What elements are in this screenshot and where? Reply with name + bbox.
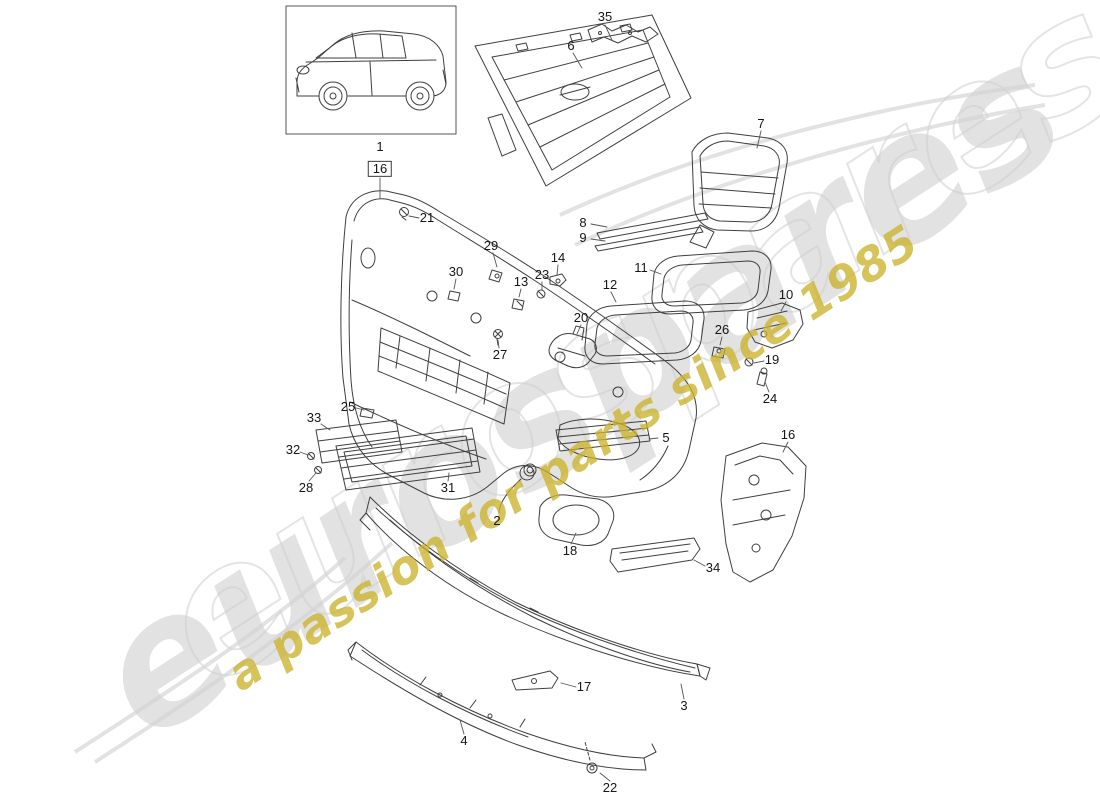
- part-12-grille-frame: [584, 300, 705, 365]
- watermark-swoosh: [73, 83, 1046, 764]
- callout-7: 7: [757, 115, 765, 131]
- part-16-side-bracket: [720, 442, 807, 583]
- callout-33: 33: [306, 409, 322, 425]
- callout-26: 26: [714, 321, 730, 337]
- callout-24: 24: [762, 390, 778, 406]
- part-28-screw: [314, 466, 322, 474]
- part-25-clip: [359, 407, 375, 419]
- part-8-9-trim-strips: [594, 212, 709, 252]
- part-11-grille-frame: [651, 250, 772, 315]
- callout-18: 18: [562, 542, 578, 558]
- part-23-screw: [536, 289, 546, 299]
- callout-14: 14: [550, 249, 566, 265]
- part-19-screw: [744, 357, 754, 367]
- callout-12: 12: [602, 276, 618, 292]
- callout-31: 31: [440, 479, 456, 495]
- callout-23: 23: [534, 266, 550, 282]
- part-35-bracket: [587, 23, 659, 44]
- part-21-screw: [399, 207, 409, 221]
- callout-8: 8: [579, 214, 587, 230]
- part-17-clip: [511, 670, 559, 691]
- callout-35: 35: [597, 8, 613, 24]
- part-1-bumper-cover: [340, 190, 697, 500]
- callout-27: 27: [492, 346, 508, 362]
- callout-16-boxed: 16: [367, 160, 393, 178]
- callout-20: 20: [573, 309, 589, 325]
- part-2-tow-cover: [498, 465, 535, 514]
- callout-30: 30: [448, 263, 464, 279]
- callout-34: 34: [705, 559, 721, 575]
- callout-4: 4: [460, 732, 468, 748]
- callout-1: 1: [376, 138, 384, 154]
- callout-10: 10: [778, 286, 794, 302]
- callout-17: 17: [576, 678, 592, 694]
- part-26-clip: [711, 346, 726, 359]
- part-34-slat-strip: [609, 537, 701, 573]
- part-3-spoiler: [359, 496, 711, 681]
- callout-9: 9: [579, 229, 587, 245]
- callout-29: 29: [483, 237, 499, 253]
- vehicle-thumbnail: [285, 5, 457, 135]
- part-27-screw: [493, 329, 503, 346]
- part-32-screw: [307, 452, 315, 460]
- callout-11: 11: [634, 259, 648, 275]
- part-24-bolt: [756, 367, 768, 387]
- part-31-plate-bracket: [335, 427, 481, 491]
- callout-22: 22: [602, 779, 618, 795]
- callout-19: 19: [764, 351, 780, 367]
- callout-13: 13: [513, 273, 529, 289]
- part-6-grille-carrier: [474, 14, 692, 187]
- part-5-grille-insert: [555, 420, 651, 452]
- part-30-clip: [447, 290, 461, 302]
- part-22-screw: [584, 741, 598, 774]
- part-4-lower-trim: [347, 641, 657, 771]
- callout-21: 21: [419, 209, 435, 225]
- callout-5: 5: [662, 429, 670, 445]
- callout-2: 2: [493, 512, 501, 528]
- callout-leader-lines: [299, 24, 789, 782]
- callout-16: 16: [780, 426, 796, 442]
- part-13-clip: [511, 298, 525, 311]
- part-33-plate-bracket: [315, 419, 403, 464]
- callout-28: 28: [298, 479, 314, 495]
- callout-3: 3: [680, 697, 688, 713]
- callout-32: 32: [285, 441, 301, 457]
- part-7-side-grille: [689, 132, 788, 249]
- part-14-clip: [549, 273, 567, 287]
- part-10-bracket: [746, 302, 804, 349]
- part-29-clip: [488, 269, 503, 283]
- part-20-bracket: [548, 325, 597, 369]
- callout-6: 6: [567, 37, 575, 53]
- callout-25: 25: [340, 398, 356, 414]
- part-18-fog-surround: [538, 494, 615, 546]
